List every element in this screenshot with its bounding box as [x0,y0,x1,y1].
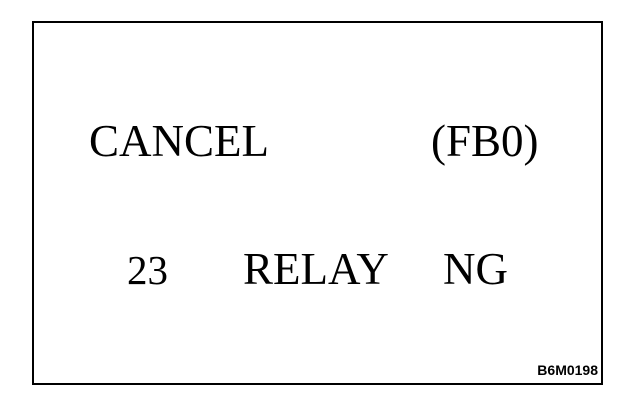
cancel-message: CANCEL [89,116,269,166]
relay-label: RELAY [243,244,389,294]
fb-code: (FB0) [431,116,539,166]
status-result: NG [443,244,508,294]
diagnostic-code-number: 23 [127,247,168,293]
figure-reference-id: B6M0198 [537,362,598,378]
monitor-display-panel: CANCEL (FB0) 23 RELAY NG B6M0198 [32,21,603,385]
